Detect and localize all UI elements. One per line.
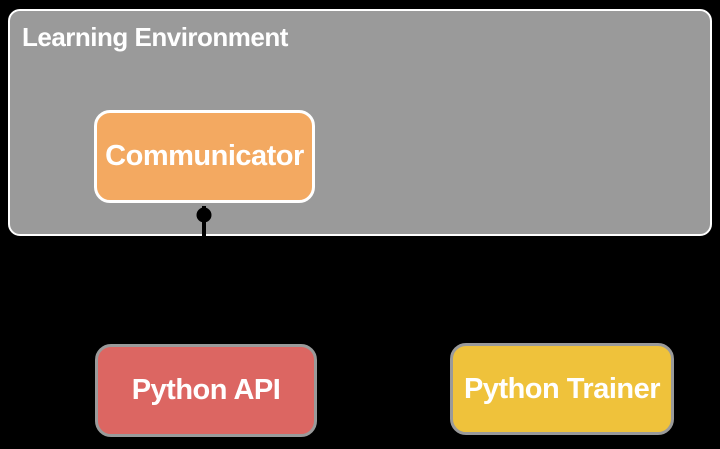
arrowhead-right-icon bbox=[436, 382, 449, 396]
python-trainer-node-label: Python Trainer bbox=[463, 372, 661, 405]
learning-environment-title: Learning Environment bbox=[22, 22, 288, 52]
python-trainer-node: Python Trainer bbox=[450, 343, 674, 435]
communicator-node-label: Communicator bbox=[105, 140, 304, 172]
python-api-node: Python API bbox=[95, 344, 317, 437]
python-api-node-label: Python API bbox=[131, 374, 281, 406]
arrowhead-left-icon bbox=[316, 382, 329, 396]
communicator-node: Communicator bbox=[94, 110, 315, 203]
